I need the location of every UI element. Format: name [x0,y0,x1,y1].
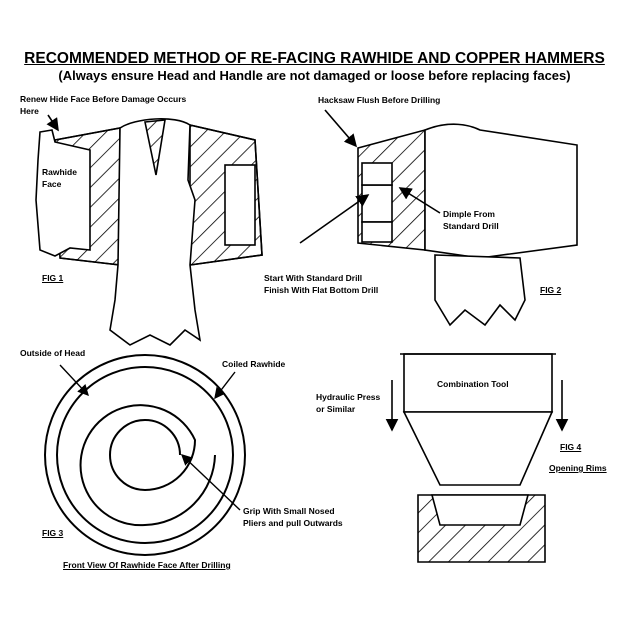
page-title: RECOMMENDED METHOD OF RE-FACING RAWHIDE … [24,50,605,67]
fig1-wedge [144,119,166,176]
fig4-tool-cone [402,411,554,486]
fig2-drill-line1: Start With Standard Drill [264,273,363,283]
fig3-grip-line1: Grip With Small Nosed [243,506,335,516]
fig2-dimple-line2: Standard Drill [443,221,499,231]
fig3-grip-line2: Pliers and pull Outwards [243,518,343,528]
fig1-arrow [46,114,59,132]
fig1-label: FIG 1 [42,273,64,283]
fig4-label: FIG 4 [560,442,582,452]
fig2-face-bottom [361,221,393,243]
fig3-label: FIG 3 [42,528,64,538]
fig3-caption: Front View Of Rawhide Face After Drillin… [63,560,231,570]
fig4-hammer-cavity [430,494,530,526]
page-subtitle: (Always ensure Head and Handle are not d… [58,68,571,83]
fig3-coiled-label: Coiled Rawhide [222,359,286,369]
fig1-face-line1: Rawhide [42,167,77,177]
fig3-outside-label: Outside of Head [20,348,86,358]
fig2-dimple-line1: Dimple From [443,209,495,219]
fig2-drill-arrow [299,194,370,244]
fig1-rawhide-face [35,129,91,257]
fig1-hammer-section [35,114,263,346]
fig2-face-top [361,162,393,186]
fig2-hacksaw-note: Hacksaw Flush Before Drilling [318,95,441,105]
fig1-note-line1: Renew Hide Face Before Damage Occurs [20,94,187,104]
fig2-hammer-section [299,109,578,327]
fig1-note-line2: Here [20,106,39,116]
fig2-drill-hole [361,184,393,223]
fig1-head-outline [54,124,263,266]
fig1-face-line2: Face [42,179,62,189]
fig4-press-tool [385,353,569,563]
fig4-tool-label: Combination Tool [437,379,509,389]
fig4-tool-top [403,353,553,413]
fig1-right-face [224,164,256,246]
fig2-hacksaw-arrow [324,109,358,148]
fig2-dimple-arrow [398,187,441,214]
fig4-press-line2: or Similar [316,404,356,414]
fig2-drill-line2: Finish With Flat Bottom Drill [264,285,379,295]
fig4-press-line1: Hydraulic Press [316,392,381,402]
fig3-coil-spiral [79,404,216,527]
fig2-handle [434,254,526,327]
fig3-coil-view [44,354,246,556]
fig1-handle [109,118,202,346]
fig2-head-body [424,123,578,259]
fig2-label: FIG 2 [540,285,562,295]
fig4-caption: Opening Rims [549,463,607,473]
